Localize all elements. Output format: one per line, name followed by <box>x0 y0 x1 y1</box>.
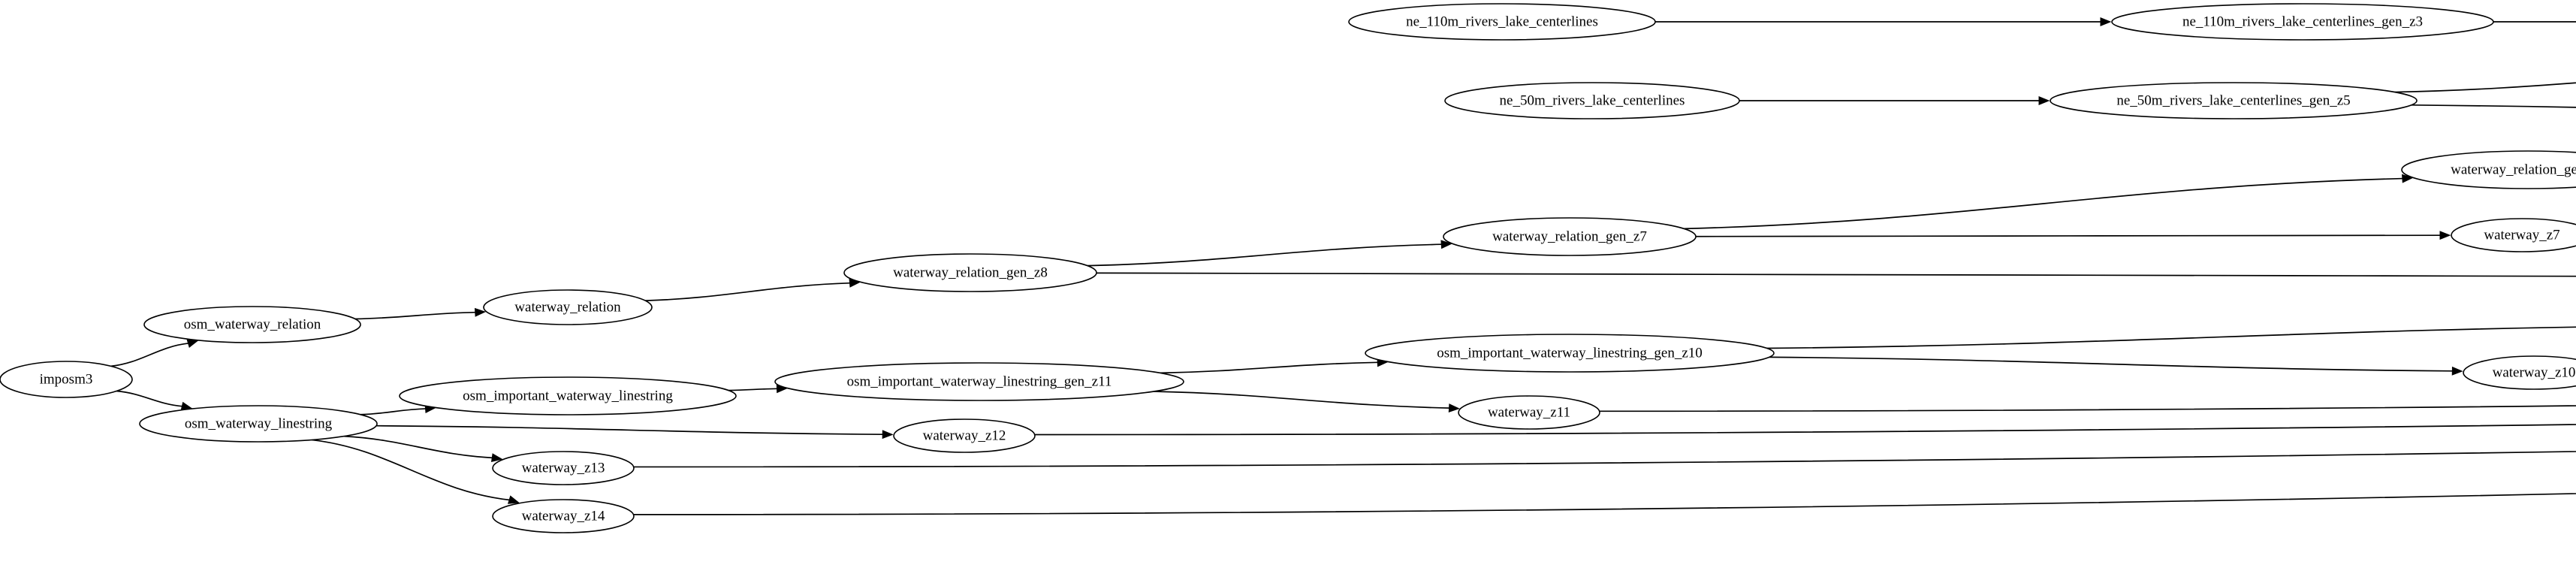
node-ellipse <box>1444 82 1740 119</box>
graph-node-waterway_relation_gen_z6[interactable]: waterway_relation_gen_z6 <box>2401 150 2576 189</box>
edges-layer <box>110 17 2576 515</box>
node-ellipse <box>2463 355 2576 390</box>
graph-node-waterway_relation[interactable]: waterway_relation <box>483 289 653 325</box>
graph-edge <box>1599 405 2576 412</box>
node-ellipse <box>0 361 133 398</box>
graph-node-waterway_z12[interactable]: waterway_z12 <box>893 418 1036 453</box>
node-ellipse <box>893 418 1036 453</box>
node-label: osm_important_waterway_linestring_gen_z1… <box>1437 345 1703 361</box>
graph-node-ne_110m_rivers_lake_centerlines_gen_z3[interactable]: ne_110m_rivers_lake_centerlines_gen_z3 <box>2111 3 2494 41</box>
edge-arrowhead <box>1448 403 1460 412</box>
graph-edge <box>1684 177 2403 230</box>
node-label: waterway_z12 <box>923 428 1006 443</box>
graph-edge <box>633 451 2576 468</box>
node-ellipse <box>1458 395 1600 430</box>
edge-arrowhead <box>490 453 503 463</box>
node-label: waterway_relation <box>514 299 621 315</box>
edge-arrowhead <box>507 495 520 504</box>
graph-edge <box>1695 234 2442 237</box>
node-ellipse <box>483 289 653 325</box>
graph-node-waterway_z11[interactable]: waterway_z11 <box>1458 395 1600 430</box>
graph-node-osm_waterway_relation[interactable]: osm_waterway_relation <box>143 306 361 343</box>
graph-edge <box>2394 82 2576 93</box>
node-label: waterway_relation_gen_z7 <box>1492 228 1647 244</box>
node-ellipse <box>1348 3 1656 41</box>
node-ellipse <box>2451 218 2576 252</box>
graph-edge <box>354 311 476 320</box>
node-ellipse <box>143 306 361 343</box>
node-label: osm_waterway_linestring <box>185 415 333 431</box>
edge-arrowhead <box>2451 366 2463 376</box>
node-label: waterway_relation_gen_z8 <box>893 264 1048 280</box>
graph-node-waterway_relation_gen_z8[interactable]: waterway_relation_gen_z8 <box>843 253 1097 292</box>
node-label: waterway_z11 <box>1488 404 1570 420</box>
node-ellipse <box>843 253 1097 292</box>
graph-edge <box>344 435 493 459</box>
graph-node-waterway_z10[interactable]: waterway_z10 <box>2463 355 2576 390</box>
node-label: waterway_z10 <box>2493 364 2576 380</box>
graph-node-imposm3[interactable]: imposm3 <box>0 361 133 398</box>
graph-node-osm_waterway_linestring[interactable]: osm_waterway_linestring <box>139 405 378 443</box>
edge-arrowhead <box>882 430 894 440</box>
node-ellipse <box>492 451 635 485</box>
graph-node-osm_important_waterway_linestring[interactable]: osm_important_waterway_linestring <box>399 376 737 415</box>
node-ellipse <box>139 405 378 443</box>
edge-arrowhead <box>2100 17 2112 26</box>
node-label: waterway_z7 <box>2484 227 2559 243</box>
node-label: waterway_z14 <box>522 508 605 524</box>
graph-edge <box>645 282 851 301</box>
edge-arrowhead <box>2439 231 2451 240</box>
graph-edge <box>116 390 183 407</box>
node-label: osm_important_waterway_linestring <box>463 388 673 403</box>
node-ellipse <box>2111 3 2494 41</box>
node-ellipse <box>1443 217 1697 256</box>
node-ellipse <box>2050 82 2418 119</box>
graph-edge <box>2411 104 2576 108</box>
node-label: osm_important_waterway_linestring_gen_z1… <box>847 373 1112 389</box>
edge-arrowhead <box>474 307 487 317</box>
graph-edge <box>376 425 884 436</box>
graph-node-osm_important_waterway_linestring_gen_z11[interactable]: osm_important_waterway_linestring_gen_z1… <box>774 362 1184 401</box>
node-label: ne_110m_rivers_lake_centerlines <box>1406 14 1598 29</box>
node-ellipse <box>399 376 737 415</box>
node-ellipse <box>1365 334 1775 373</box>
graph-node-ne_50m_rivers_lake_centerlines_gen_z5[interactable]: ne_50m_rivers_lake_centerlines_gen_z5 <box>2050 82 2418 119</box>
node-label: waterway_relation_gen_z6 <box>2451 162 2576 177</box>
edge-arrowhead <box>2038 96 2050 105</box>
node-label: osm_waterway_relation <box>184 316 321 332</box>
graph-node-osm_important_waterway_linestring_gen_z10[interactable]: osm_important_waterway_linestring_gen_z1… <box>1365 334 1775 373</box>
node-ellipse <box>2401 150 2576 189</box>
graph-node-waterway_relation_gen_z7[interactable]: waterway_relation_gen_z7 <box>1443 217 1697 256</box>
node-ellipse <box>492 499 635 533</box>
node-label: ne_110m_rivers_lake_centerlines_gen_z3 <box>2182 14 2423 29</box>
edge-arrowhead <box>186 339 199 348</box>
graph-edge <box>1087 243 1443 267</box>
graph-edge <box>311 439 511 501</box>
node-label: ne_50m_rivers_lake_centerlines <box>1500 92 1685 108</box>
graph-edge <box>1034 424 2576 436</box>
graph-edge <box>728 388 778 391</box>
graph-edge <box>633 493 2576 515</box>
node-ellipse <box>774 362 1184 401</box>
graph-edge <box>110 342 189 367</box>
graph-node-ne_50m_rivers_lake_centerlines[interactable]: ne_50m_rivers_lake_centerlines <box>1444 82 1740 119</box>
graph-node-waterway_z13[interactable]: waterway_z13 <box>492 451 635 485</box>
graph-edge <box>360 408 427 415</box>
graph-edge <box>1766 326 2576 349</box>
node-label: waterway_z13 <box>522 460 605 476</box>
graph-node-waterway_z7[interactable]: waterway_z7 <box>2451 218 2576 252</box>
graph-edge <box>1160 361 1379 374</box>
graph-edge <box>1769 356 2454 372</box>
graph-edge <box>1096 272 2576 277</box>
graph-node-ne_110m_rivers_lake_centerlines[interactable]: ne_110m_rivers_lake_centerlines <box>1348 3 1656 41</box>
node-label: imposm3 <box>40 371 93 387</box>
node-label: ne_50m_rivers_lake_centerlines_gen_z5 <box>2116 92 2350 108</box>
edge-arrowhead <box>1440 240 1452 249</box>
nodes-layer: imposm3 osm_waterway_relation osm_waterway… <box>0 3 2576 533</box>
edge-arrowhead <box>2402 174 2414 183</box>
graph-edge <box>1154 391 1450 409</box>
graph-node-waterway_z14[interactable]: waterway_z14 <box>492 499 635 533</box>
